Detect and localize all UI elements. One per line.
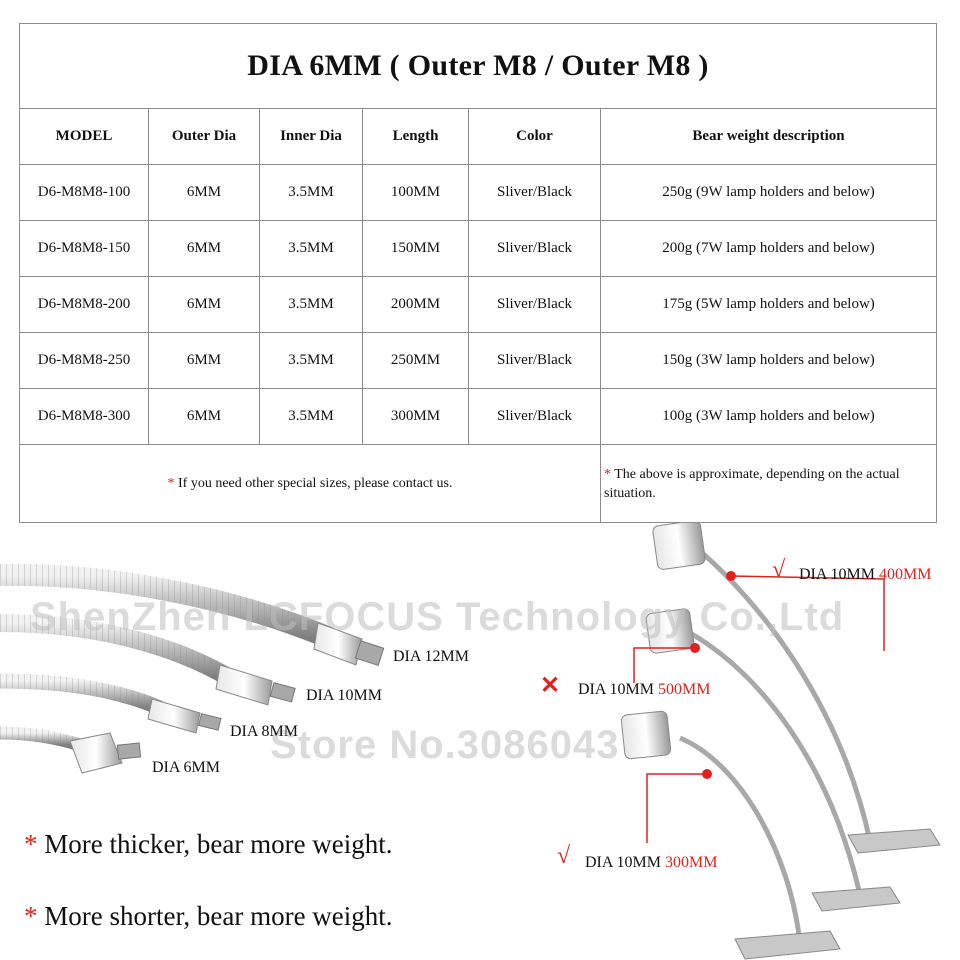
- cell-model: D6-M8M8-150: [19, 220, 149, 277]
- spec-table: DIA 6MM ( Outer M8 / Outer M8 ) MODEL Ou…: [19, 23, 937, 523]
- note-shorter: * More shorter, bear more weight.: [24, 901, 393, 931]
- check-icon: √: [772, 557, 786, 583]
- note-thicker: * More thicker, bear more weight.: [24, 829, 393, 859]
- lamp-400mm: [652, 523, 941, 854]
- cell-bear-weight: 200g (7W lamp holders and below): [600, 220, 937, 277]
- cell-inner-dia: 3.5MM: [259, 164, 363, 221]
- cell-color: Sliver/Black: [468, 276, 601, 333]
- cell-length: 200MM: [362, 276, 469, 333]
- cell-inner-dia: 3.5MM: [259, 332, 363, 389]
- lamp-label-500mm: DIA 10MM 500MM: [578, 681, 711, 698]
- cell-bear-weight: 100g (3W lamp holders and below): [600, 388, 937, 445]
- lamp-500mm: [633, 608, 901, 912]
- tube-label-8mm: DIA 8MM: [230, 723, 299, 740]
- footer-note-right: * The above is approximate, depending on…: [600, 444, 937, 523]
- cell-bear-weight: 250g (9W lamp holders and below): [600, 164, 937, 221]
- cell-bear-weight: 150g (3W lamp holders and below): [600, 332, 937, 389]
- table-row: D6-M8M8-100 6MM 3.5MM 100MM Sliver/Black…: [19, 164, 937, 221]
- product-illustration: ShenZhen LCFOCUS Technology Co.,Ltd Stor…: [0, 523, 960, 960]
- cell-inner-dia: 3.5MM: [259, 220, 363, 277]
- table-row: D6-M8M8-300 6MM 3.5MM 300MM Sliver/Black…: [19, 388, 937, 445]
- cell-outer-dia: 6MM: [148, 220, 260, 277]
- cell-length: 250MM: [362, 332, 469, 389]
- lamp-300mm: [620, 710, 841, 960]
- tube-label-10mm: DIA 10MM: [306, 687, 383, 704]
- watermark-store: Store No.3086043: [270, 723, 620, 767]
- col-header-outer-dia: Outer Dia: [148, 108, 260, 165]
- tube-6mm: [0, 726, 142, 774]
- col-header-bear-weight: Bear weight description: [600, 108, 937, 165]
- footer-right-text: The above is approximate, depending on t…: [604, 466, 900, 501]
- col-header-length: Length: [362, 108, 469, 165]
- asterisk: *: [604, 466, 611, 482]
- tube-12mm: [0, 563, 385, 666]
- cell-outer-dia: 6MM: [148, 164, 260, 221]
- cell-color: Sliver/Black: [468, 388, 601, 445]
- cell-inner-dia: 3.5MM: [259, 276, 363, 333]
- cell-color: Sliver/Black: [468, 332, 601, 389]
- lamp-label-400mm: DIA 10MM 400MM: [799, 566, 932, 583]
- cell-model: D6-M8M8-300: [19, 388, 149, 445]
- table-header-row: MODEL Outer Dia Inner Dia Length Color B…: [19, 108, 937, 165]
- tube-10mm: [0, 614, 296, 706]
- footer-note-left: * If you need other special sizes, pleas…: [19, 444, 601, 523]
- tube-label-6mm: DIA 6MM: [152, 759, 221, 776]
- cell-length: 300MM: [362, 388, 469, 445]
- tube-8mm: [0, 673, 222, 734]
- table-row: D6-M8M8-150 6MM 3.5MM 150MM Sliver/Black…: [19, 220, 937, 277]
- footer-left-text: If you need other special sizes, please …: [178, 475, 453, 491]
- cell-length: 100MM: [362, 164, 469, 221]
- cell-outer-dia: 6MM: [148, 388, 260, 445]
- table-footer-row: * If you need other special sizes, pleas…: [19, 444, 937, 523]
- col-header-inner-dia: Inner Dia: [259, 108, 363, 165]
- table-row: D6-M8M8-200 6MM 3.5MM 200MM Sliver/Black…: [19, 276, 937, 333]
- cell-model: D6-M8M8-200: [19, 276, 149, 333]
- cross-icon: ✕: [540, 673, 561, 699]
- cell-color: Sliver/Black: [468, 164, 601, 221]
- gooseneck-drawing: [0, 523, 941, 960]
- col-header-model: MODEL: [19, 108, 149, 165]
- cell-bear-weight: 175g (5W lamp holders and below): [600, 276, 937, 333]
- cell-inner-dia: 3.5MM: [259, 388, 363, 445]
- lamp-label-300mm: DIA 10MM 300MM: [585, 854, 718, 871]
- cell-model: D6-M8M8-100: [19, 164, 149, 221]
- tube-label-12mm: DIA 12MM: [393, 648, 470, 665]
- table-row: D6-M8M8-250 6MM 3.5MM 250MM Sliver/Black…: [19, 332, 937, 389]
- cell-model: D6-M8M8-250: [19, 332, 149, 389]
- col-header-color: Color: [468, 108, 601, 165]
- watermark-company: ShenZhen LCFOCUS Technology Co.,Ltd: [30, 595, 845, 639]
- cell-outer-dia: 6MM: [148, 332, 260, 389]
- check-icon: √: [557, 843, 571, 869]
- cell-color: Sliver/Black: [468, 220, 601, 277]
- asterisk: *: [167, 475, 175, 491]
- cell-length: 150MM: [362, 220, 469, 277]
- cell-outer-dia: 6MM: [148, 276, 260, 333]
- table-title: DIA 6MM ( Outer M8 / Outer M8 ): [19, 23, 937, 109]
